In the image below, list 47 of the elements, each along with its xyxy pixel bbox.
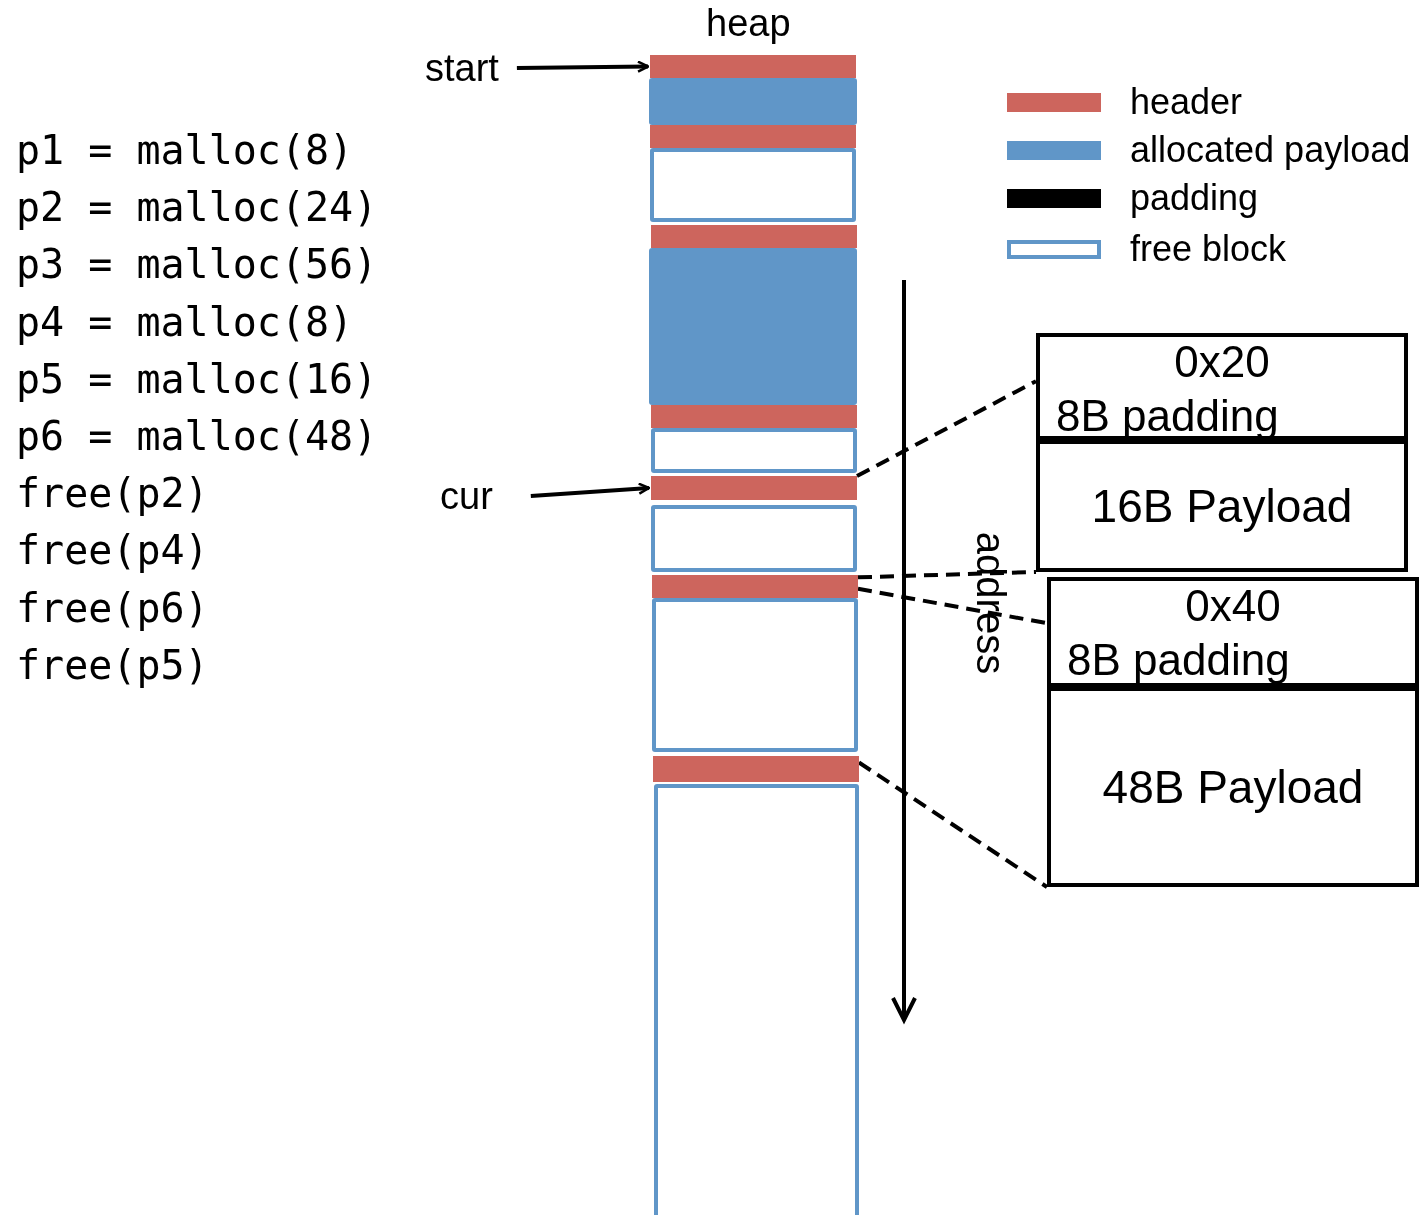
memory-box <box>1047 577 1419 687</box>
address-text: 0x40 <box>1185 581 1281 631</box>
payload-block <box>649 78 857 125</box>
legend-text: allocated payload <box>1130 129 1411 171</box>
heap-title: heap <box>706 2 791 45</box>
padding-text: 8B padding <box>1056 391 1279 441</box>
free-block <box>651 505 857 572</box>
code-line: p2 = malloc(24) <box>16 184 378 231</box>
address-text: 0x20 <box>1174 337 1270 387</box>
axis-label: address <box>968 530 1014 677</box>
code-line: p4 = malloc(8) <box>16 298 354 345</box>
memory-box <box>1047 687 1419 887</box>
payload-text: 48B Payload <box>1102 760 1364 814</box>
legend-text: free block <box>1130 228 1287 270</box>
header-block <box>651 405 857 428</box>
code-line: p1 = malloc(8) <box>16 127 354 173</box>
padding-text: 8B padding <box>1067 635 1290 685</box>
legend-text: padding <box>1130 177 1259 219</box>
header-block <box>650 55 856 78</box>
code-line: free(p5) <box>16 641 209 688</box>
code-line: p5 = malloc(16) <box>16 355 378 402</box>
header-block <box>653 756 859 782</box>
code-line: free(p4) <box>16 527 209 574</box>
legend-text: header <box>1130 81 1243 123</box>
header-block <box>651 225 857 248</box>
arrow <box>530 482 651 498</box>
free-block <box>652 598 858 752</box>
code-line: free(p6) <box>16 584 209 631</box>
memory-box <box>1036 333 1408 440</box>
leader-line <box>857 586 1048 626</box>
free-block <box>654 784 859 1215</box>
leader-line <box>857 570 1037 580</box>
pointer-label: start <box>425 46 499 90</box>
header-block <box>650 125 856 148</box>
memory-box <box>1036 440 1408 572</box>
code-line: p3 = malloc(56) <box>16 241 378 288</box>
arrow <box>516 60 650 73</box>
header-block <box>652 575 858 598</box>
payload-text: 16B Payload <box>1091 479 1353 533</box>
free-block <box>651 428 857 473</box>
code-line: p6 = malloc(48) <box>16 413 378 459</box>
header-block <box>651 476 857 500</box>
leader-line <box>856 379 1037 478</box>
payload-block <box>649 248 857 405</box>
free-block <box>650 148 856 222</box>
pointer-label: cur <box>440 474 493 518</box>
code-line: free(p2) <box>16 470 209 517</box>
